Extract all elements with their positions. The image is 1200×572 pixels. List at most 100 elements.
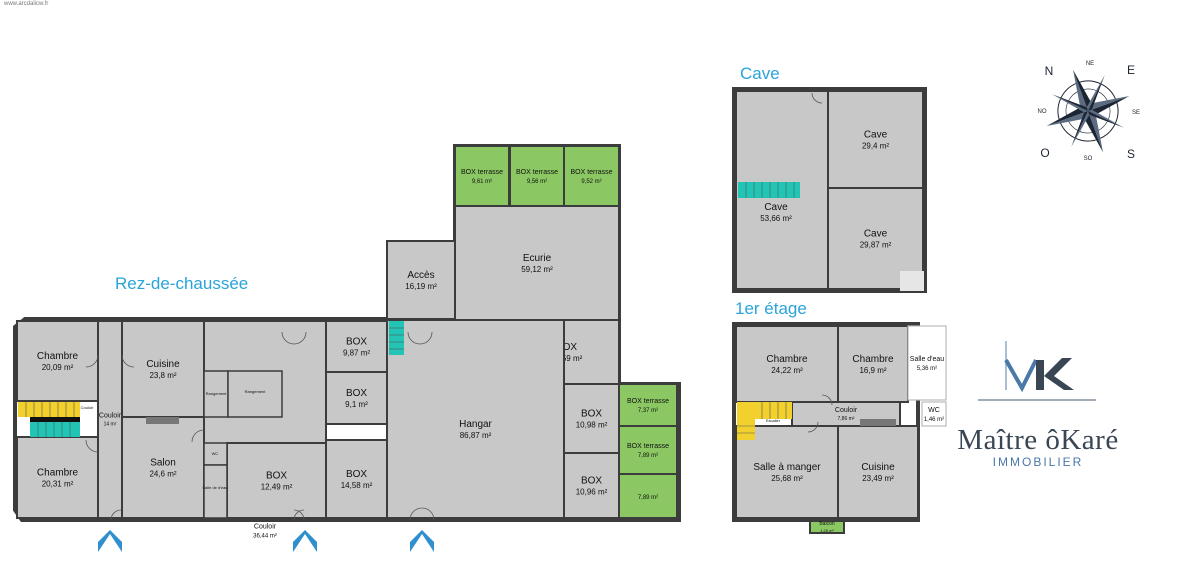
entrance-arrow-3	[410, 530, 434, 552]
brand-logo-icon	[978, 341, 1096, 401]
small-room-rangement-2	[227, 370, 283, 418]
room-shape	[97, 320, 123, 519]
small-label-wc-rdc: WC	[212, 451, 219, 456]
room-name: Chambre	[766, 354, 808, 365]
room-area: 12,49 m²	[261, 483, 293, 492]
small-label-rangement-2: Rangement	[245, 389, 267, 394]
room-name: Salle à manger	[753, 462, 821, 473]
room-area: 29,87 m²	[860, 241, 892, 250]
small-label-stair-1er: Escalier	[766, 418, 781, 423]
compass-ne: NE	[1086, 61, 1094, 67]
room-area: 7,86 m²	[838, 416, 855, 422]
room-name: Chambre	[37, 351, 79, 362]
entrance-arrow-2	[293, 530, 317, 552]
title-cave: Cave	[740, 64, 780, 83]
room-area: 9,87 m²	[343, 349, 370, 358]
brand-name: Maître ôKaré	[957, 424, 1119, 456]
room-shape	[618, 425, 678, 475]
room-shape	[563, 452, 620, 519]
room-name: Cave	[864, 229, 888, 240]
title-first-floor: 1er étage	[735, 299, 807, 318]
room-area: 9,56 m²	[527, 179, 547, 185]
room-name: WC	[928, 407, 940, 414]
room-name: BOX terrasse	[516, 169, 558, 176]
small-room-rangement-1	[203, 370, 229, 418]
room-name: Couloir	[99, 413, 122, 420]
room-area: 10,96 m²	[576, 488, 608, 497]
stairs-first	[737, 402, 792, 440]
room-area: 16,9 m²	[859, 366, 886, 375]
room-shape	[618, 383, 678, 427]
room-area: 7,89 m²	[638, 453, 658, 459]
room-shape	[121, 320, 205, 418]
room-name: Chambre	[852, 354, 894, 365]
door-swings	[85, 92, 833, 521]
room-area: 16,19 m²	[405, 282, 437, 291]
room-area: 36,44 m²	[253, 534, 277, 540]
room-name: Accès	[407, 270, 434, 281]
room-area: 25,68 m²	[771, 474, 803, 483]
compass-se: SE	[1132, 110, 1140, 116]
room-shape	[454, 145, 510, 207]
room-box-terrasse-2: BOX terrasse 9,56 m²	[509, 145, 565, 207]
room-shape	[16, 320, 99, 402]
compass-labels: N NE E SE S SO O NO	[1038, 61, 1141, 162]
room-shape	[837, 425, 919, 519]
kitchen-counter-first	[860, 419, 896, 426]
room-shape	[827, 90, 924, 189]
title-ground-floor: Rez-de-chaussée	[115, 274, 248, 293]
room-area: 9,52 m²	[581, 179, 601, 185]
stairs-hangar	[389, 321, 404, 355]
room-shape	[386, 319, 565, 519]
room-shape	[386, 240, 456, 320]
room-name: BOX terrasse	[570, 169, 612, 176]
room-green-7-89: 7,89 m²	[618, 473, 678, 519]
room-box-terrasse-3: BOX terrasse 9,52 m²	[563, 145, 620, 207]
room-name: Couloir	[254, 524, 277, 531]
room-area: 1,46 m²	[924, 417, 944, 423]
room-name: Cuisine	[146, 359, 180, 370]
compass-o: O	[1040, 146, 1049, 160]
room-area: 24,22 m²	[771, 366, 803, 375]
entrance-arrows	[98, 530, 434, 552]
compass-so: SO	[1084, 156, 1093, 162]
room-area: 5,36 m²	[917, 366, 937, 372]
room-shape	[907, 325, 947, 401]
entrance-arrow-1	[98, 530, 122, 552]
room-shape	[618, 473, 678, 519]
room-shape	[325, 371, 388, 425]
room-shape	[735, 425, 839, 519]
room-name: Ecurie	[523, 253, 552, 264]
room-name: BOX	[346, 469, 367, 480]
room-name: Chambre	[37, 468, 79, 479]
room-name: Cave	[864, 130, 888, 141]
room-name: BOX terrasse	[461, 169, 503, 176]
room-area: 23,8 m²	[149, 371, 176, 380]
stairs-cave	[738, 182, 800, 198]
room-name: BOX	[346, 388, 367, 399]
small-label-couloir-sub: Couloir	[81, 405, 94, 410]
compass-rose	[1046, 69, 1130, 153]
room-name: Salon	[150, 458, 176, 469]
room-area: 9,1 m²	[345, 400, 368, 409]
room-area: 24,6 m²	[149, 470, 176, 479]
